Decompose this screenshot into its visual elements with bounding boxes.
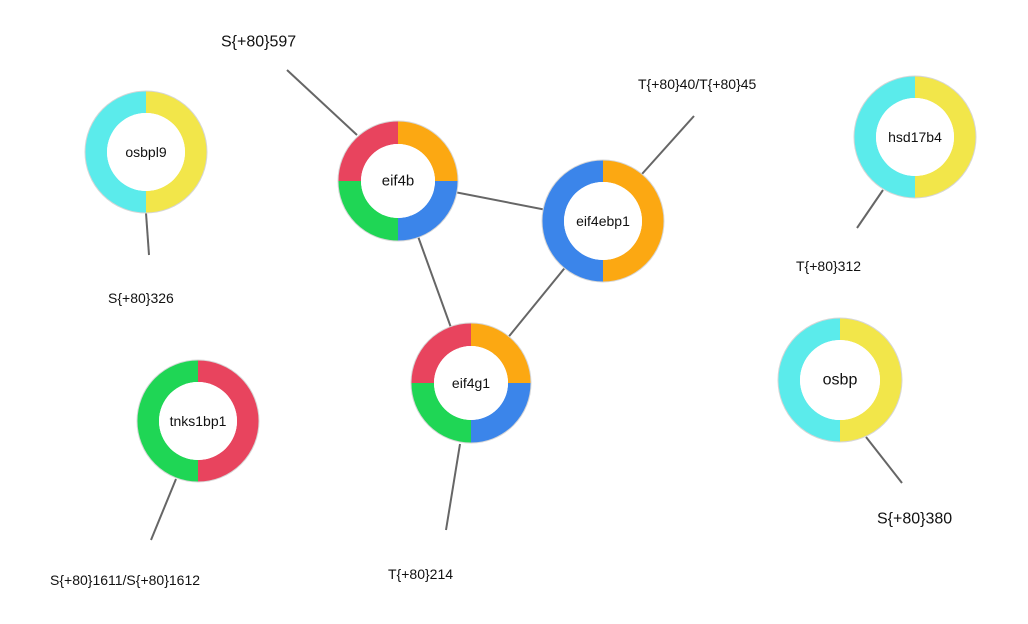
node-label-hsd17b4: hsd17b4 <box>888 129 942 145</box>
node-label-eif4ebp1: eif4ebp1 <box>576 213 630 229</box>
node-osbp-center <box>800 340 880 420</box>
node-eif4b-segment-green <box>338 181 398 241</box>
leader-line-eif4ebp1 <box>641 115 695 175</box>
node-eif4g1-segment-orange <box>471 323 531 383</box>
node-osbpl9-segment-cyan <box>85 91 146 213</box>
nodes-layer: osbpl9 eif4b eif4ebp1 hsd17b4 eif4g1 tnks1bp1… <box>84 75 977 483</box>
node-eif4ebp1-outline <box>541 159 665 283</box>
node-label-tnks1bp1: tnks1bp1 <box>170 413 227 429</box>
node-osbp-outline <box>777 317 903 443</box>
site-label-osbp: S{+80}380 <box>877 511 952 528</box>
leader-line-eif4b <box>286 69 358 136</box>
node-eif4b[interactable]: eif4b <box>337 120 459 242</box>
node-eif4g1-outline <box>410 322 532 444</box>
node-osbp-segment-cyan <box>778 318 840 442</box>
node-eif4ebp1-segment-blue <box>542 160 603 282</box>
leader-line-osbp <box>865 436 903 484</box>
node-tnks1bp1-outline <box>136 359 260 483</box>
node-tnks1bp1-segment-red <box>198 360 259 482</box>
node-tnks1bp1-center <box>159 382 237 460</box>
node-osbpl9-outline <box>84 90 208 214</box>
leader-line-hsd17b4 <box>856 189 884 229</box>
leaders-layer <box>145 69 903 541</box>
leader-line-tnks1bp1 <box>150 478 177 541</box>
node-eif4b-segment-red <box>338 121 398 181</box>
site-labels-layer: S{+80}326 S{+80}597T{+80}40/T{+80}45T{+80… <box>50 34 952 589</box>
node-hsd17b4-outline <box>853 75 977 199</box>
node-hsd17b4-center <box>876 98 954 176</box>
node-tnks1bp1-segment-green <box>137 360 198 482</box>
node-eif4ebp1-center <box>564 182 642 260</box>
node-eif4ebp1[interactable]: eif4ebp1 <box>541 159 665 283</box>
node-label-osbp: osbp <box>823 372 858 389</box>
site-label-osbpl9: S{+80}326 <box>108 290 174 306</box>
node-osbpl9-center <box>107 113 185 191</box>
node-eif4b-segment-blue <box>398 181 458 241</box>
node-hsd17b4-segment-cyan <box>854 76 915 198</box>
node-label-eif4b: eif4b <box>382 173 415 190</box>
node-hsd17b4[interactable]: hsd17b4 <box>853 75 977 199</box>
node-eif4b-outline <box>337 120 459 242</box>
leader-line-eif4g1 <box>445 443 461 531</box>
node-eif4g1-segment-green <box>411 383 471 443</box>
site-label-eif4b: S{+80}597 <box>221 34 296 51</box>
node-osbpl9[interactable]: osbpl9 <box>84 90 208 214</box>
node-tnks1bp1[interactable]: tnks1bp1 <box>136 359 260 483</box>
site-label-hsd17b4: T{+80}312 <box>796 258 861 274</box>
node-eif4g1-segment-blue <box>471 383 531 443</box>
site-label-tnks1bp1: S{+80}1611/S{+80}1612 <box>50 572 200 588</box>
leader-line-osbpl9 <box>145 212 150 256</box>
node-label-osbpl9: osbpl9 <box>125 144 166 160</box>
node-eif4g1-segment-red <box>411 323 471 383</box>
node-osbpl9-segment-yellow <box>146 91 207 213</box>
node-eif4g1-center <box>434 346 508 420</box>
node-label-eif4g1: eif4g1 <box>452 375 490 391</box>
node-eif4b-segment-orange <box>398 121 458 181</box>
node-osbp-segment-yellow <box>840 318 902 442</box>
node-eif4b-center <box>361 144 435 218</box>
node-eif4ebp1-segment-orange <box>603 160 664 282</box>
site-label-eif4g1: T{+80}214 <box>388 566 453 582</box>
node-eif4g1[interactable]: eif4g1 <box>410 322 532 444</box>
node-hsd17b4-segment-yellow <box>915 76 976 198</box>
site-label-eif4ebp1: T{+80}40/T{+80}45 <box>638 76 757 92</box>
node-osbp[interactable]: osbp <box>777 317 903 443</box>
